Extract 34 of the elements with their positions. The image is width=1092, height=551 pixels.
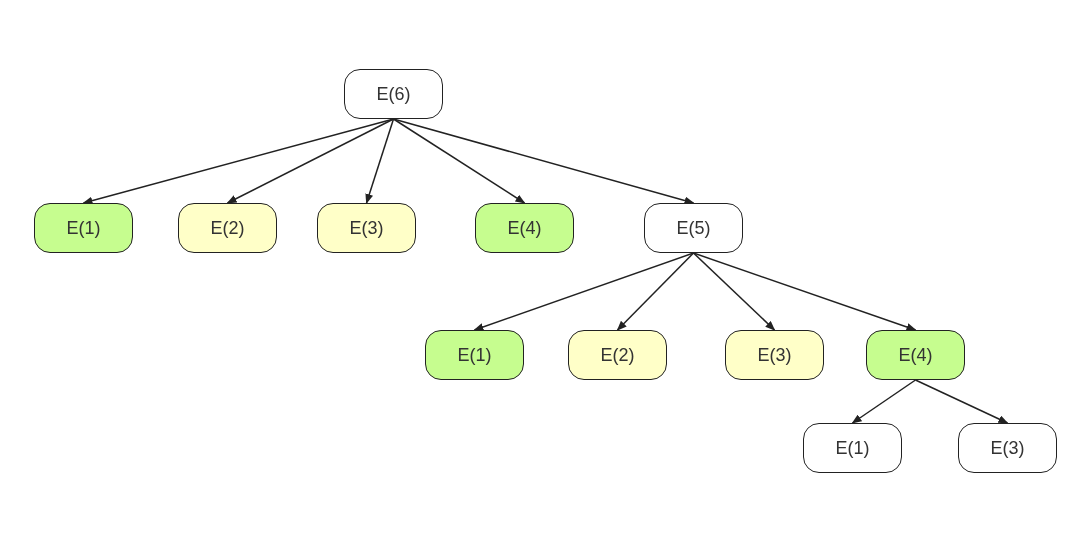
rounded-box — [425, 330, 524, 380]
node-label: E(1) — [457, 343, 492, 367]
arrow — [392, 118, 526, 204]
node-label: E(3) — [349, 216, 384, 240]
rounded-box — [958, 423, 1057, 473]
node-label: E(3) — [990, 436, 1025, 460]
rounded-box — [475, 203, 574, 253]
arrow — [365, 118, 395, 204]
rounded-box — [803, 423, 902, 473]
node-label: E(3) — [757, 343, 792, 367]
node-label: E(1) — [66, 216, 101, 240]
node-label: E(4) — [507, 216, 542, 240]
arrow — [616, 252, 695, 331]
rounded-box — [34, 203, 133, 253]
node-label: E(2) — [210, 216, 245, 240]
rounded-box — [344, 69, 443, 119]
arrow — [473, 252, 695, 331]
node-label: E(1) — [835, 436, 870, 460]
node-label: E(2) — [600, 343, 635, 367]
arrow — [692, 252, 917, 331]
node-label: E(6) — [376, 82, 411, 106]
rounded-box — [725, 330, 824, 380]
rounded-box — [568, 330, 667, 380]
rounded-box — [178, 203, 277, 253]
node-label: E(4) — [898, 343, 933, 367]
arrow — [226, 118, 395, 204]
arrow — [392, 118, 695, 205]
rounded-box — [866, 330, 965, 380]
rounded-box — [644, 203, 743, 253]
node-label: E(5) — [676, 216, 711, 240]
arrow — [851, 379, 917, 424]
rounded-box — [317, 203, 416, 253]
arrow — [914, 379, 1009, 424]
arrow — [692, 252, 776, 331]
